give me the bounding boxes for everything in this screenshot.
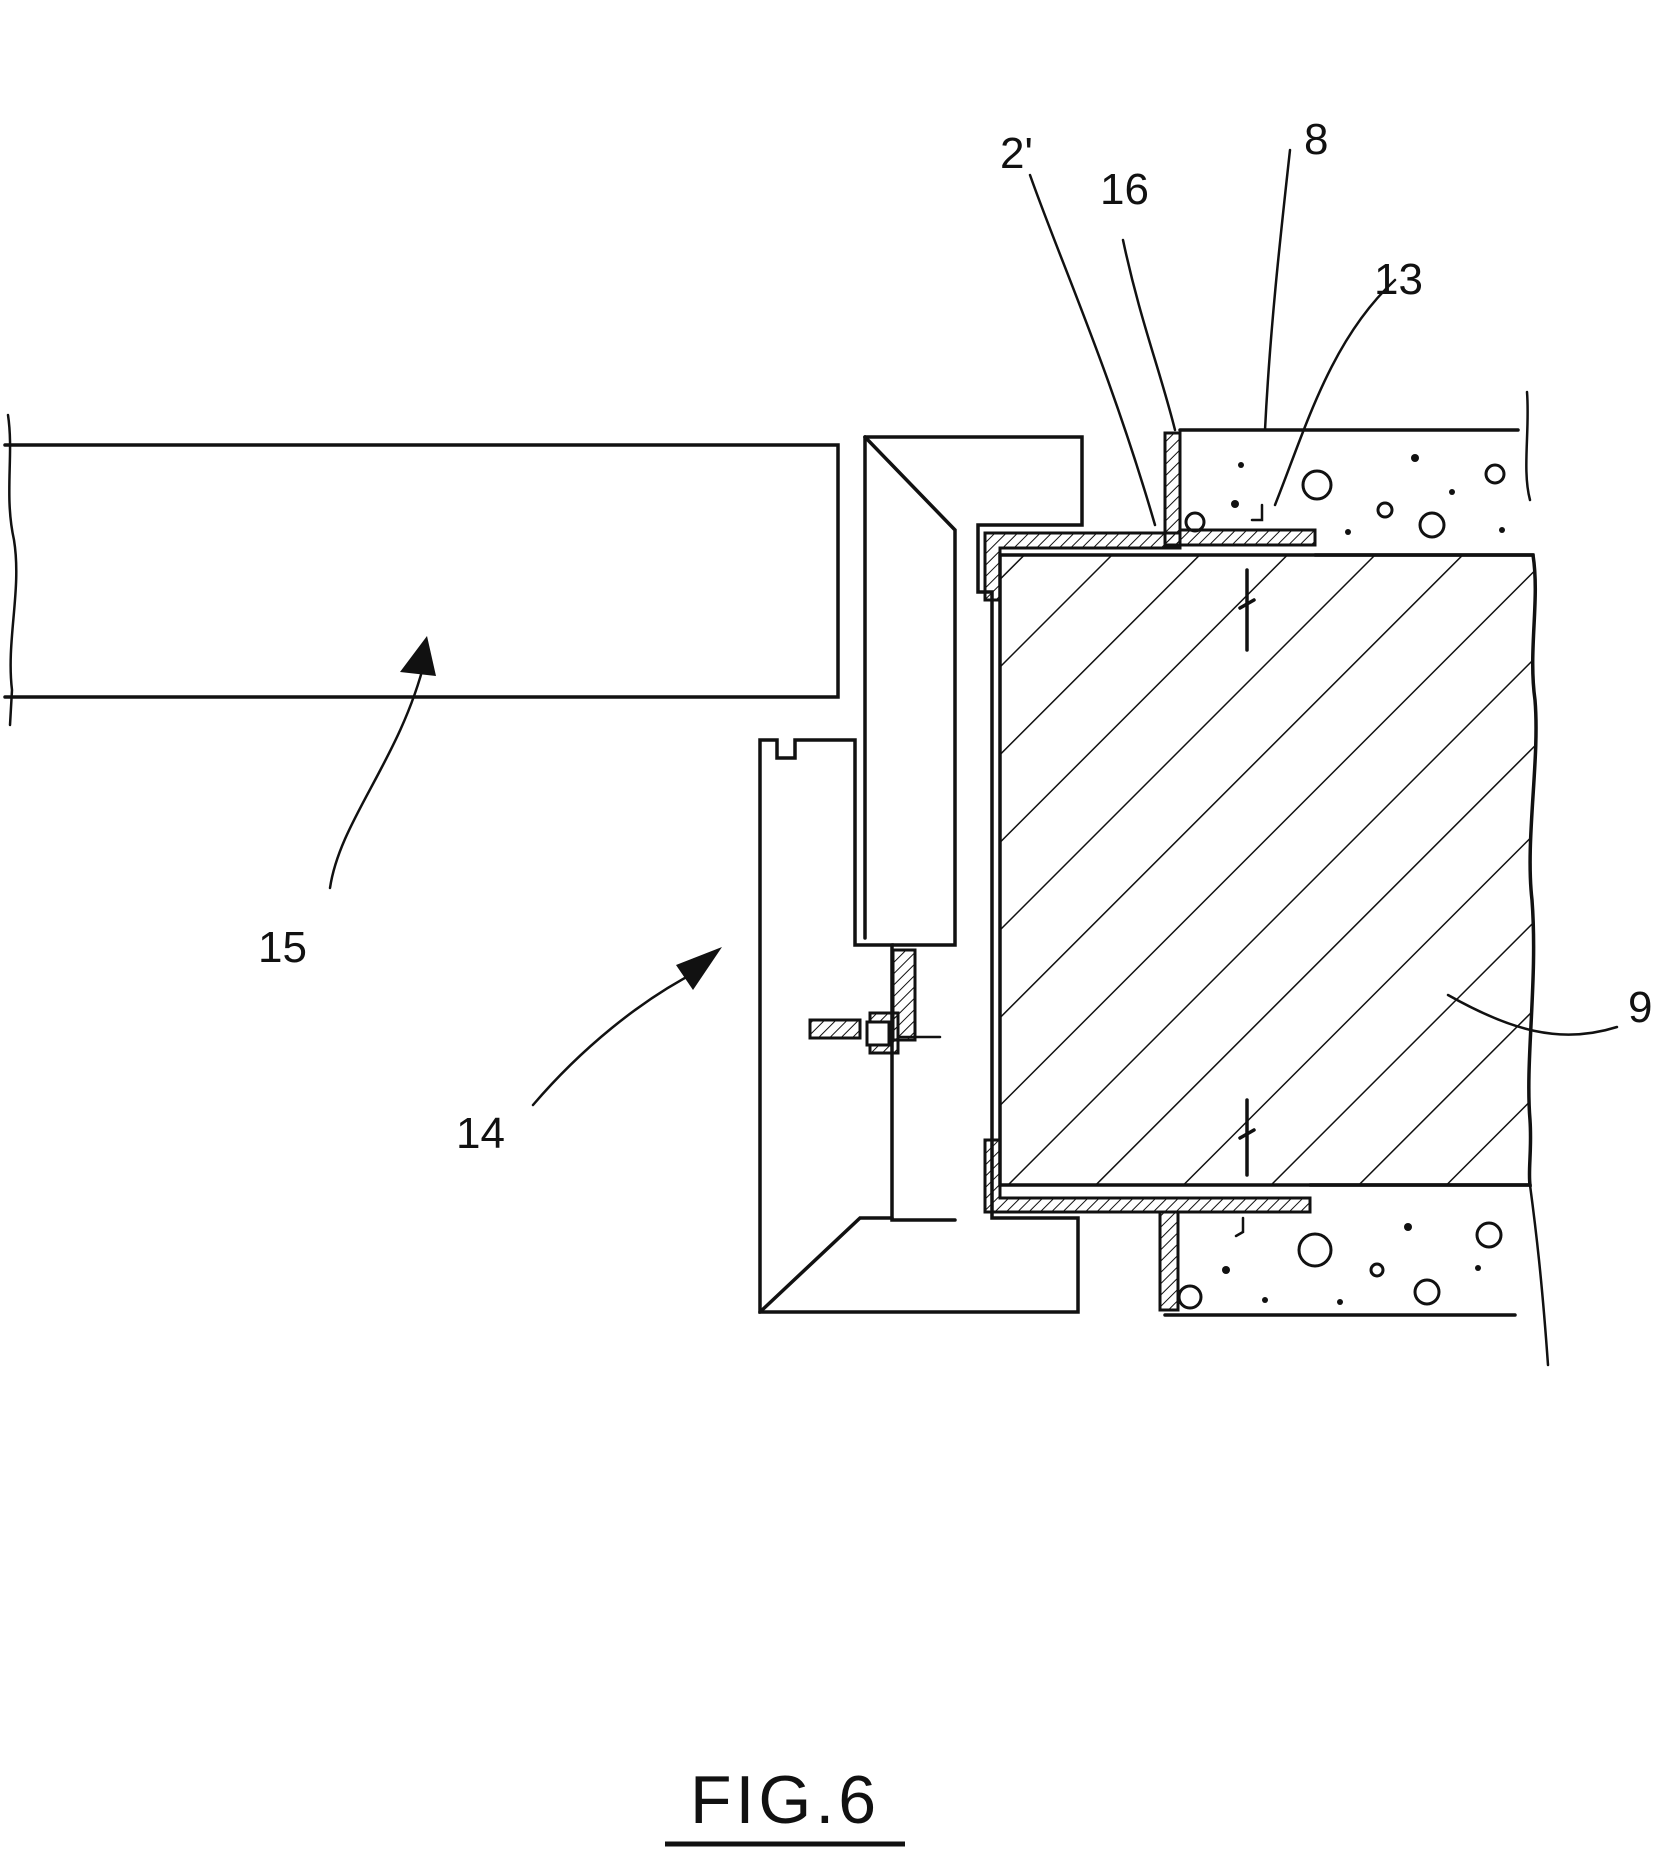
figure-caption: FIG.6 (690, 1762, 880, 1838)
block-9 (1000, 555, 1536, 1185)
label-2prime: 2' (1000, 129, 1033, 178)
label-9: 9 (1628, 983, 1652, 1032)
label-8: 8 (1304, 115, 1328, 164)
label-16: 16 (1100, 165, 1149, 214)
label-14: 14 (456, 1109, 505, 1158)
arrowheads (400, 636, 722, 990)
label-13: 13 (1374, 255, 1423, 304)
panel-15 (5, 415, 838, 725)
label-15: 15 (258, 923, 307, 972)
bolt-detail (810, 950, 940, 1053)
